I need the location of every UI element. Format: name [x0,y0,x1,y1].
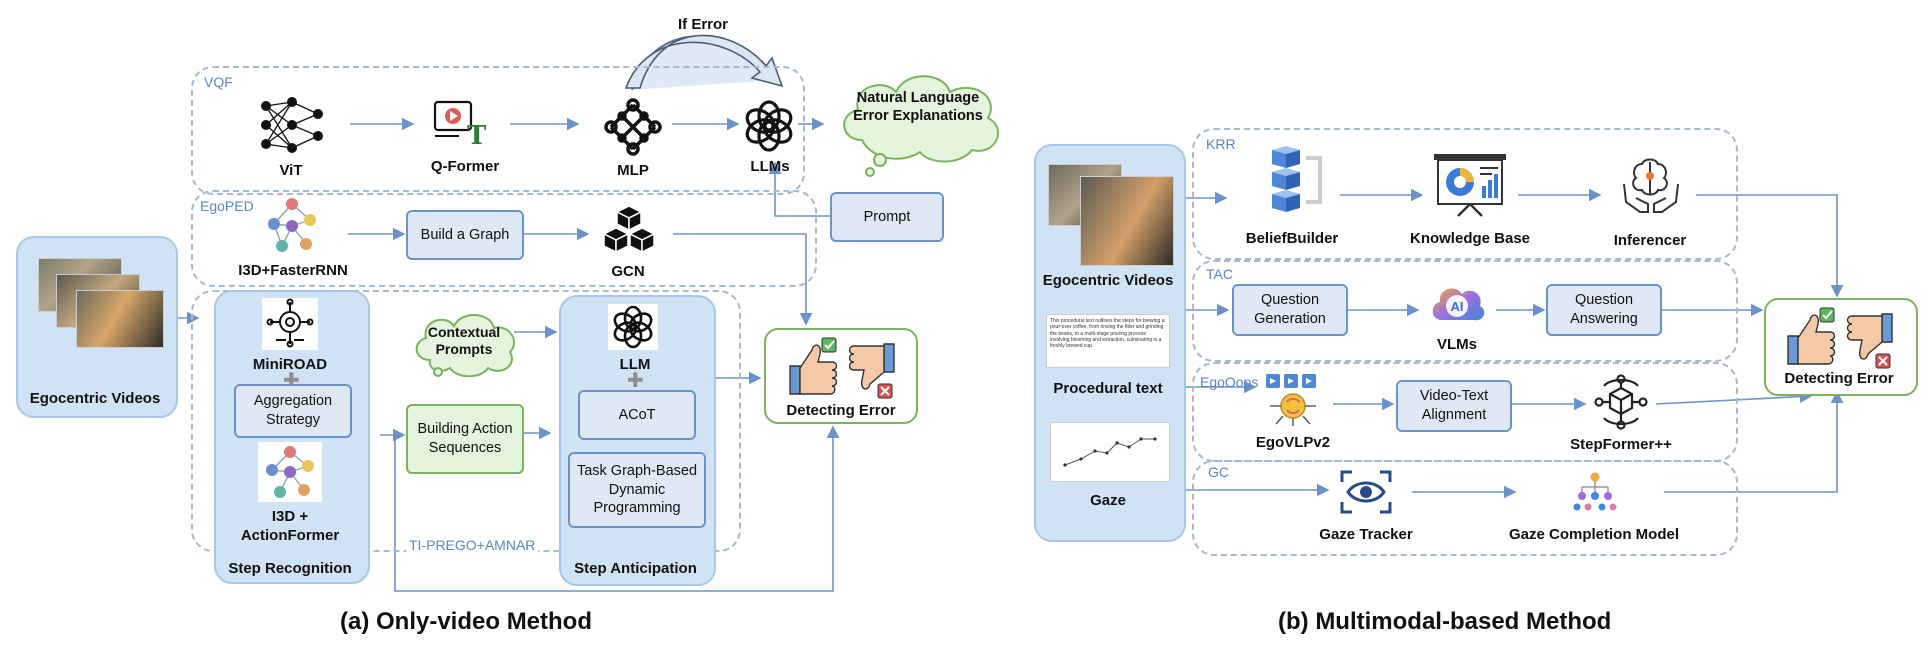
plus-icon-2: ✚ [627,370,644,392]
stacked-blocks-icon [1272,146,1322,212]
video-brain-icon [1266,374,1316,426]
question-answering-box: Question Answering [1546,284,1662,336]
procedural-text-label: Procedural text [1053,380,1163,397]
vit-label: ViT [279,162,303,179]
inferencer-label: Inferencer [1613,232,1687,249]
gaze-trajectory-icon [1063,437,1157,467]
explanation-text: Natural Language Error Explanations [853,90,983,125]
ai-badge-text: AI [1451,299,1464,314]
qformer-label: Q-Former [430,158,500,175]
dashboard-board-icon [1434,154,1506,217]
i3d-fasterrnn-label: I3D+FasterRNN [238,262,348,279]
ai-vlm-icon: AI [1432,288,1485,321]
colored-network-icon [268,198,316,252]
aggregation-box: Aggregation Strategy [234,384,352,438]
input-videos-label: Egocentric Videos [29,390,161,407]
right-video-frame-2 [1080,176,1174,266]
gaze-tracker-label: Gaze Tracker [1319,526,1413,543]
title-a: (a) Only-video Method [340,608,592,635]
prompt-box: Prompt [830,192,944,242]
explanation-cloud [843,75,1000,177]
beliefbuilder-label: BeliefBuilder [1245,230,1339,247]
video-frame-3 [76,290,164,348]
stepformer-label: StepFormer++ [1570,436,1672,453]
step-anticipation-title: Step Anticipation [574,560,697,577]
procedural-text-snippet: This procedural text outlines the steps … [1050,318,1165,349]
egoped-group [191,190,817,287]
neural-network-icon [261,97,323,153]
vqf-tag: VQF [204,74,233,90]
openai-logo-icon [745,100,793,152]
procedural-text-thumb: This procedural text outlines the steps … [1046,314,1170,368]
gc-tag: GC [1208,464,1229,480]
mlp-network-icon [604,98,662,156]
cubes-icon [602,205,656,254]
brain-hands-icon [1623,158,1679,213]
egoped-tag: EgoPED [200,198,254,214]
video-text-alignment-box: Video-Text Alignment [1396,380,1512,432]
thumbs-up-down-icon-2 [1787,307,1893,369]
brain-circuit-icon [262,298,318,350]
acot-box: ACoT [578,390,696,440]
question-generation-box: Question Generation [1232,284,1348,336]
tiprego-tag: TI-PREGO+AMNAR [406,537,539,553]
right-videos-label: Egocentric Videos [1042,272,1174,289]
krr-group [1192,128,1738,260]
gaze-completion-label: Gaze Completion Model [1508,526,1679,543]
eye-tracker-icon [1340,470,1392,514]
gcn-label: GCN [611,263,645,280]
hierarchy-icon [1573,472,1617,511]
if-error-label: If Error [677,16,728,33]
thumbs-up-down-icon [789,337,895,399]
title-b: (b) Multimodal-based Method [1278,608,1612,635]
openai-logo-icon-2 [608,304,658,350]
i3d-actionformer-label: I3D + ActionFormer [240,508,340,544]
vlms-label: VLMs [1436,336,1477,353]
krr-tag: KRR [1206,136,1236,152]
detecting-error-label-right: Detecting Error [1784,370,1894,387]
tac-group [1192,260,1738,362]
mlp-label: MLP [617,162,649,179]
stepformer-icon [1594,374,1648,430]
building-action-box: Building Action Sequences [406,404,524,474]
llms-label: LLMs [750,158,790,175]
gaze-label: Gaze [1090,492,1126,509]
task-graph-box: Task Graph-Based Dynamic Programming [568,452,706,528]
build-graph-box: Build a Graph [406,210,524,260]
svg-text:T: T [467,121,487,148]
contextual-prompts-text: Contextual Prompts [427,324,501,357]
egooops-tag: EgoOops [1200,374,1259,390]
tac-tag: TAC [1206,266,1233,282]
detecting-error-label-left: Detecting Error [786,402,896,419]
gaze-plot-thumb [1050,422,1170,482]
colored-network-icon-2 [258,442,322,502]
knowledge-base-label: Knowledge Base [1409,230,1531,247]
gc-group [1192,460,1738,556]
video-text-icon: T [433,100,487,148]
miniroad-label: MiniROAD [252,356,328,373]
egovlpv2-label: EgoVLPv2 [1255,434,1331,451]
vqf-group [191,66,805,195]
contextual-prompts-cloud [415,314,515,378]
llm-label: LLM [619,356,651,373]
step-recognition-title: Step Recognition [228,560,352,577]
